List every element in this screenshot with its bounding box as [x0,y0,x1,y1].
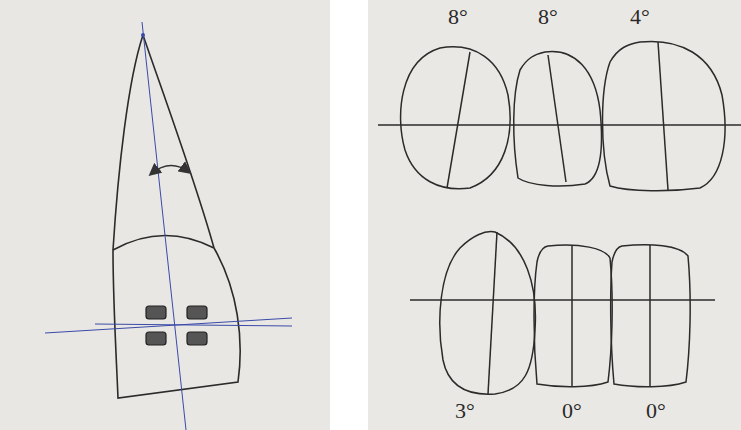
bracket [146,306,207,345]
angle-label: 0° [646,400,666,422]
rotation-arrow [151,165,189,174]
angle-label: 4° [630,6,650,28]
angle-label: 3° [455,400,475,422]
angle-label: 0° [562,400,582,422]
crown-outlines [378,41,741,394]
angle-label: 8° [448,6,468,28]
paper-left [0,0,330,430]
apex-dot [141,33,145,37]
paper-right [368,0,741,430]
long-axis [142,22,186,430]
slot-line [45,318,292,333]
slot-line [95,324,292,326]
angle-label: 8° [538,6,558,28]
